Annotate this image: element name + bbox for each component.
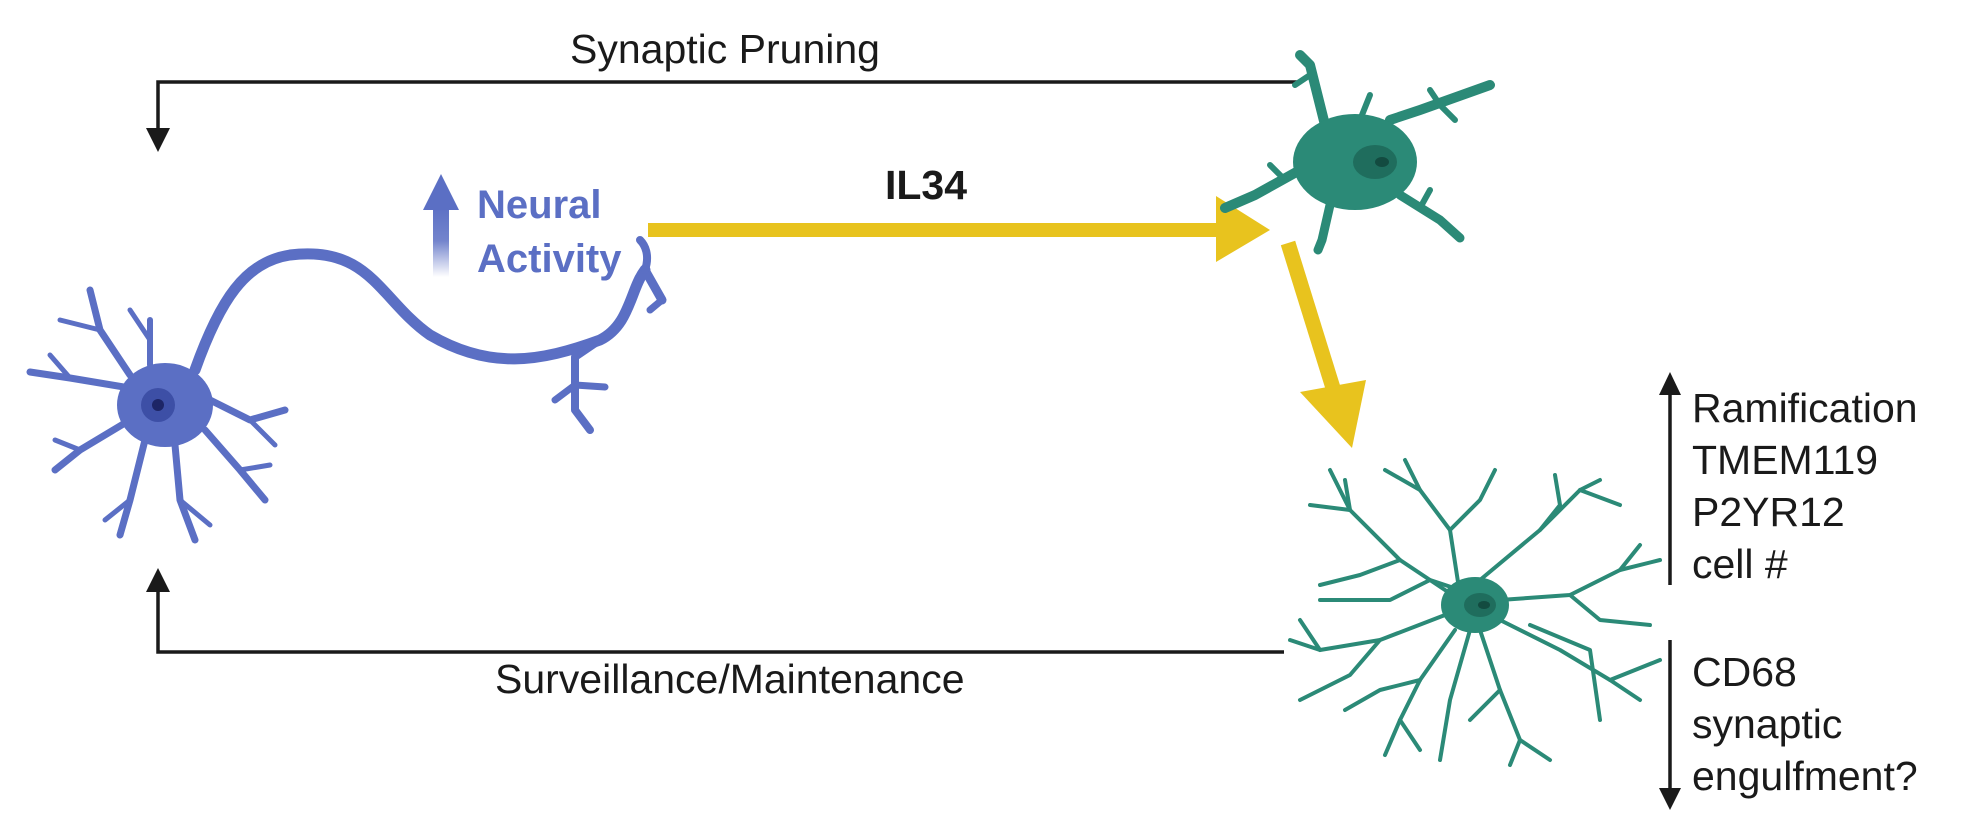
- surveillance-maintenance-arrow: [146, 568, 1284, 654]
- synaptic-pruning-label: Synaptic Pruning: [570, 26, 880, 72]
- upregulated-item: cell #: [1692, 541, 1788, 587]
- downregulation-arrow: [1659, 640, 1681, 810]
- upregulated-list: Ramification TMEM119 P2YR12 cell #: [1692, 382, 1918, 590]
- surveillance-maintenance-label: Surveillance/Maintenance: [495, 656, 965, 702]
- il34-arrow: [648, 196, 1270, 262]
- synaptic-pruning-arrow: [146, 80, 1300, 152]
- downregulated-list: CD68 synaptic engulfment?: [1692, 646, 1918, 802]
- neuron-illustration: [26, 236, 667, 544]
- upregulated-item: Ramification: [1692, 385, 1918, 431]
- upregulation-arrow: [1659, 372, 1681, 585]
- upregulated-item: TMEM119: [1692, 437, 1879, 483]
- downregulated-item: engulfment?: [1692, 753, 1918, 799]
- neural-activity-line-1: Neural: [477, 183, 602, 227]
- microglia-transition-arrow: [1280, 240, 1366, 448]
- downregulated-item: synaptic: [1692, 701, 1843, 747]
- ramified-microglia-illustration: [1288, 458, 1662, 767]
- downregulated-item: CD68: [1692, 649, 1797, 695]
- neural-activity-up-arrow: [423, 174, 459, 277]
- il34-label: IL34: [885, 162, 968, 208]
- neural-activity-label: Neural Activity: [477, 178, 622, 286]
- upregulated-item: P2YR12: [1692, 489, 1845, 535]
- neural-activity-line-2: Activity: [477, 237, 622, 281]
- activated-microglia-illustration: [1220, 50, 1495, 255]
